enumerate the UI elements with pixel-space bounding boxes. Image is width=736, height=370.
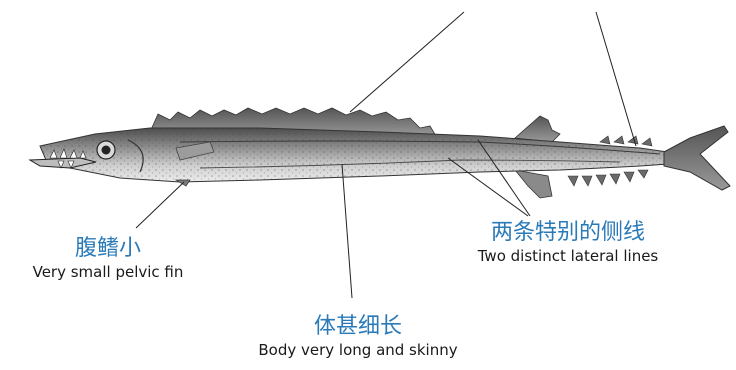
caudal-fin bbox=[664, 126, 730, 190]
body-label: 体甚细长 Body very long and skinny bbox=[224, 314, 492, 360]
pelvic-fin-label-zh: 腹鳍小 bbox=[0, 236, 216, 262]
second-dorsal-fin bbox=[515, 116, 560, 142]
leader-line-body bbox=[342, 164, 352, 298]
leader-line-pelvic bbox=[136, 182, 184, 228]
lateral-lines-label-zh: 两条特别的侧线 bbox=[446, 220, 690, 246]
leader-line-dorsal bbox=[350, 12, 464, 112]
pelvic-fin-label: 腹鳍小 Very small pelvic fin bbox=[0, 236, 216, 282]
body-label-en: Body very long and skinny bbox=[224, 340, 492, 360]
pelvic-fin-label-en: Very small pelvic fin bbox=[0, 262, 216, 282]
body-label-zh: 体甚细长 bbox=[224, 314, 492, 340]
anal-fin bbox=[515, 170, 552, 198]
lateral-lines-label-en: Two distinct lateral lines bbox=[446, 246, 690, 266]
lateral-lines-label: 两条特别的侧线 Two distinct lateral lines bbox=[446, 220, 690, 266]
leader-line-finlets bbox=[596, 12, 636, 146]
